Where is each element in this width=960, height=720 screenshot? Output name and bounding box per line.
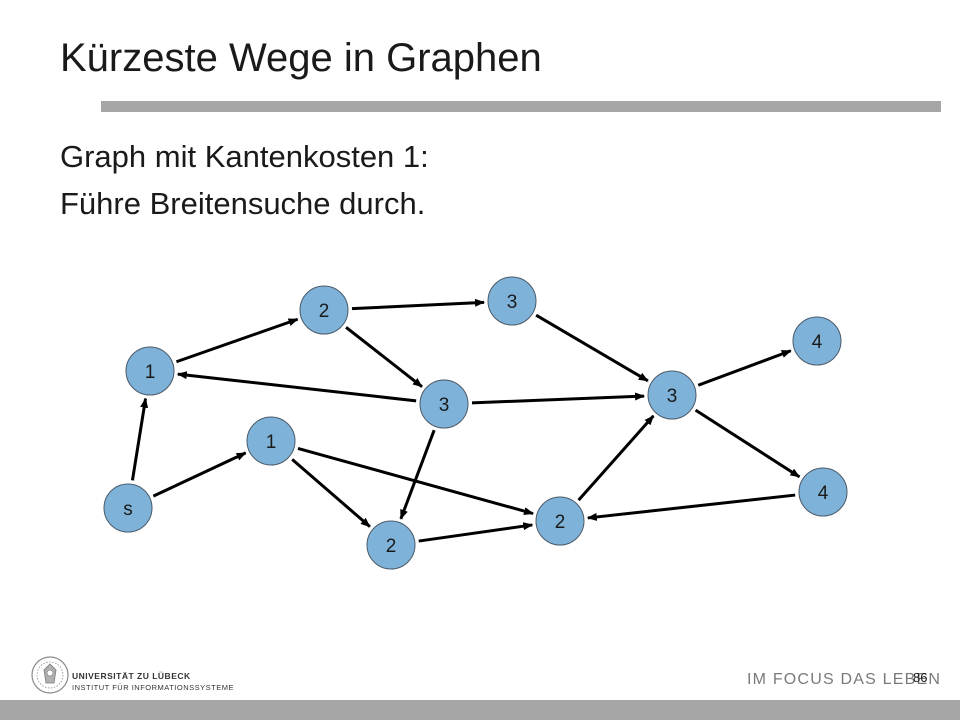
node-circle: [246, 416, 296, 466]
node-label: 4: [818, 483, 829, 504]
university-name: UNIVERSITÄT ZU LÜBECK: [72, 671, 191, 681]
node-label: 3: [667, 386, 678, 407]
body-line-2: Führe Breitensuche durch.: [60, 186, 426, 221]
edge-c-d: [351, 298, 486, 311]
node-label: 4: [812, 332, 823, 353]
title-divider: [101, 101, 941, 112]
node-label: s: [123, 499, 133, 520]
graph-node-h: 3: [647, 370, 697, 420]
university-seal-icon: [30, 655, 70, 700]
node-circle: [798, 467, 848, 517]
node-label: 1: [145, 362, 156, 383]
edge-a-c: [175, 317, 299, 364]
node-label: 2: [386, 536, 397, 557]
edge-d-h: [535, 313, 649, 383]
graph-node-c: 2: [299, 285, 349, 335]
graph-node-j: 4: [798, 467, 848, 517]
footer-bar: [0, 700, 960, 720]
node-circle: [366, 520, 416, 570]
node-circle: [125, 346, 175, 396]
edge-b-g: [297, 447, 534, 515]
node-circle: [535, 496, 585, 546]
edge-c-e: [345, 326, 423, 388]
node-label: 2: [555, 512, 566, 533]
node-circle: [419, 379, 469, 429]
edge-f-g: [418, 522, 534, 543]
graph-node-d: 3: [487, 276, 537, 326]
edge-s-b: [152, 451, 247, 498]
node-circle: [647, 370, 697, 420]
body-line-1: Graph mit Kantenkosten 1:: [60, 139, 429, 174]
node-label: 3: [439, 395, 450, 416]
page-number: 86: [913, 670, 928, 685]
slide-title: Kürzeste Wege in Graphen: [60, 36, 542, 80]
edge-s-a: [130, 397, 149, 481]
node-circle: [792, 316, 842, 366]
edge-g-h: [577, 414, 655, 502]
edge-b-f: [291, 458, 371, 528]
institute-name: INSTITUT FÜR INFORMATIONSSYSTEME: [72, 683, 234, 692]
graph-node-a: 1: [125, 346, 175, 396]
graph-node-s: s: [103, 483, 153, 533]
graph-node-f: 2: [366, 520, 416, 570]
node-label: 3: [507, 292, 518, 313]
node-circle: [299, 285, 349, 335]
graph-node-i: 4: [792, 316, 842, 366]
node-circle: [487, 276, 537, 326]
node-label: 1: [266, 432, 277, 453]
edge-h-i: [697, 349, 792, 387]
edge-e-f: [399, 429, 436, 520]
graph-node-b: 1: [246, 416, 296, 466]
graph-node-g: 2: [535, 496, 585, 546]
university-slogan: IM FOCUS DAS LEBEN: [747, 671, 942, 688]
node-circle: [103, 483, 153, 533]
edge-e-a: [176, 371, 417, 403]
edge-e-h: [471, 392, 646, 405]
edge-j-g: [586, 493, 796, 521]
node-label: 2: [319, 301, 330, 322]
edge-h-j: [694, 408, 801, 479]
graph-node-e: 3: [419, 379, 469, 429]
